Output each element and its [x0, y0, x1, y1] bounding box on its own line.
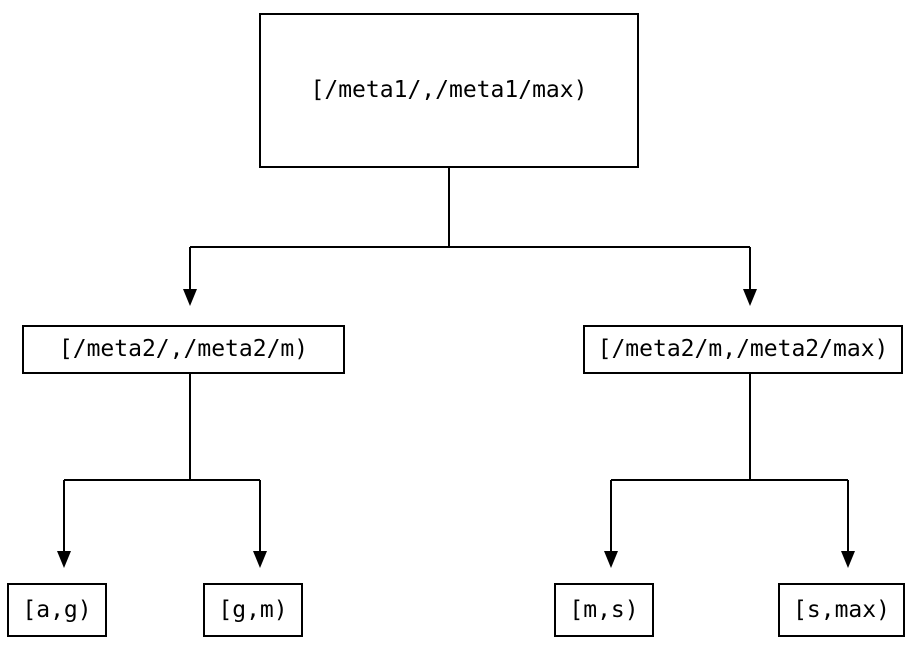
node-leaf-ag: [a,g)	[7, 583, 107, 637]
arrowhead-down-icon	[604, 551, 618, 568]
arrowhead-down-icon	[841, 551, 855, 568]
node-meta2-right-label: [/meta2/m,/meta2/max)	[597, 336, 889, 362]
node-leaf-ms-label: [m,s)	[569, 596, 639, 623]
arrowhead-down-icon	[57, 551, 71, 568]
node-meta2-left-label: [/meta2/,/meta2/m)	[58, 336, 309, 362]
node-leaf-gm-label: [g,m)	[218, 596, 288, 623]
node-leaf-ms: [m,s)	[554, 583, 654, 637]
node-leaf-ag-label: [a,g)	[22, 596, 92, 623]
node-leaf-smax-label: [s,max)	[793, 596, 890, 623]
node-meta2-left: [/meta2/,/meta2/m)	[22, 325, 345, 374]
node-root: [/meta1/,/meta1/max)	[259, 13, 639, 168]
node-leaf-gm: [g,m)	[203, 583, 303, 637]
arrowhead-down-icon	[253, 551, 267, 568]
arrowhead-down-icon	[743, 289, 757, 306]
node-leaf-smax: [s,max)	[778, 583, 905, 637]
node-meta2-right: [/meta2/m,/meta2/max)	[583, 325, 903, 374]
node-root-label: [/meta1/,/meta1/max)	[310, 77, 588, 103]
arrowhead-down-icon	[183, 289, 197, 306]
